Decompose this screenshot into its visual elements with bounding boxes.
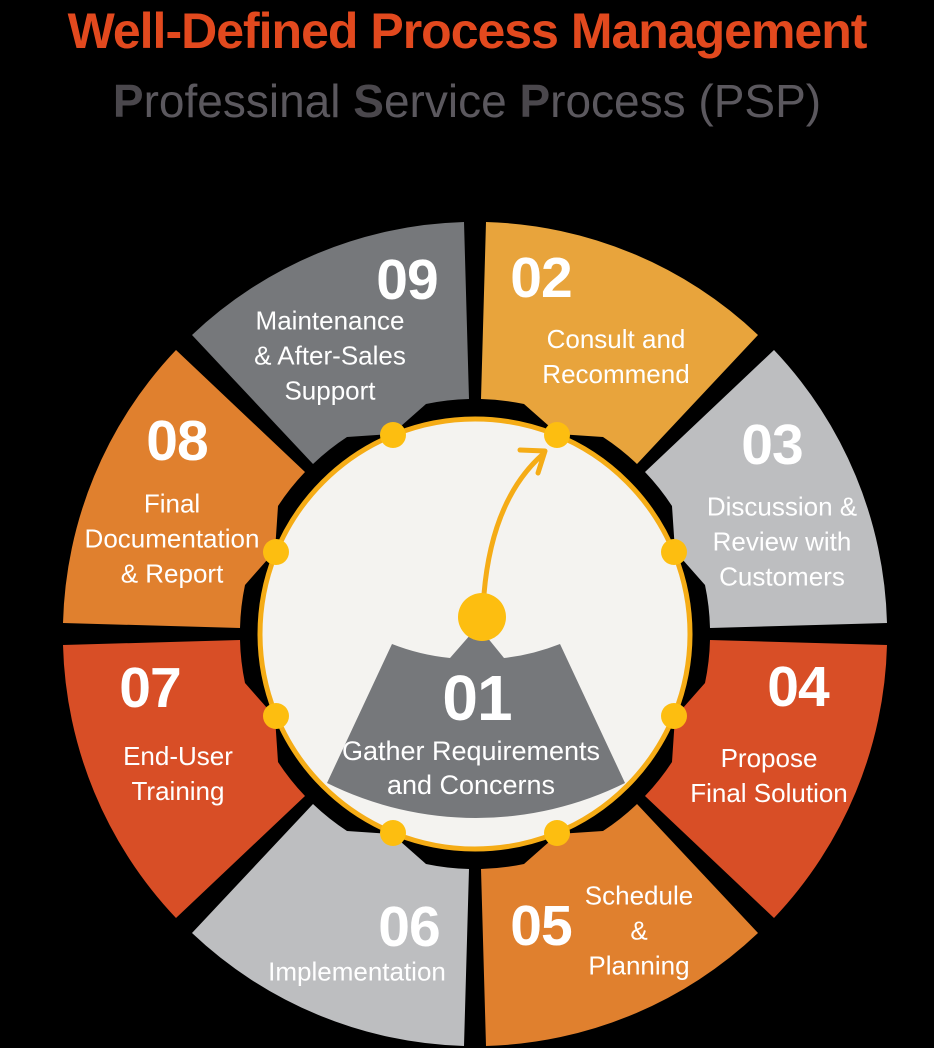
- subtitle-part: rocess (PSP): [550, 75, 822, 127]
- step-03-line: Customers: [719, 561, 845, 592]
- step-02-line: Recommend: [542, 359, 690, 389]
- ring-dot: [263, 703, 289, 729]
- step-05-number: 05: [510, 894, 572, 958]
- step-06-label: Implementation: [268, 955, 446, 990]
- page-subtitle: Professinal Service Process (PSP): [113, 74, 821, 128]
- ring-dot: [380, 422, 406, 448]
- step-04-line: Final Solution: [690, 778, 848, 808]
- ring-dot: [661, 539, 687, 565]
- subtitle-part: P: [112, 75, 144, 127]
- step-04-line: Propose: [720, 743, 818, 773]
- segment-05: [481, 804, 758, 1046]
- step-01-line: Gather Requirements: [341, 736, 601, 766]
- step-09-label: Maintenance & After-Sales Support: [254, 304, 406, 409]
- subtitle-part: ervice: [383, 75, 520, 127]
- center-wedge: [327, 626, 625, 818]
- segment-09: [192, 222, 469, 464]
- step-03-number: 03: [741, 413, 803, 477]
- step-03-label: Discussion & Review with Customers: [707, 490, 857, 595]
- step-08-label: Final Documentation & Report: [85, 487, 260, 592]
- step-03-line: Discussion &: [706, 491, 858, 522]
- step-05-line: Planning: [588, 950, 690, 981]
- step-02-number: 02: [510, 246, 572, 310]
- step-06-number: 06: [378, 895, 440, 959]
- step-01-line: and Concerns: [386, 770, 556, 800]
- step-04-number: 04: [767, 655, 829, 719]
- step-08-number: 08: [146, 409, 208, 473]
- segment-08: [63, 350, 305, 628]
- step-03-line: Review with: [712, 526, 852, 557]
- subtitle-part: P: [519, 75, 551, 127]
- step-05-line: Schedule: [584, 880, 694, 911]
- center-dot: [458, 593, 506, 641]
- step-01-number: 01: [442, 662, 512, 734]
- step-05-label: Schedule & Planning: [585, 879, 693, 984]
- step-01-label: Gather Requirements and Concerns: [342, 734, 600, 802]
- ring-dot: [661, 703, 687, 729]
- step-08-line: Final: [143, 488, 201, 519]
- step-07-line: End-User: [123, 741, 233, 771]
- segment-06: [192, 804, 469, 1046]
- segment-07: [63, 640, 305, 918]
- segment-02: [481, 222, 758, 464]
- step-06-line: Implementation: [268, 956, 446, 987]
- segment-04: [645, 640, 887, 918]
- step-09-line: Support: [284, 375, 376, 406]
- step-07-number: 07: [119, 656, 181, 720]
- step-05-line: &: [630, 915, 648, 946]
- arrow-curve: [481, 452, 545, 597]
- step-09-number: 09: [376, 248, 438, 312]
- step-08-line: & Report: [120, 558, 224, 589]
- segment-03: [645, 350, 887, 628]
- ring-dot: [544, 820, 570, 846]
- ring-dot: [544, 422, 570, 448]
- step-04-label: Propose Final Solution: [690, 741, 848, 811]
- step-02-label: Consult and Recommend: [542, 322, 689, 392]
- page-title: Well-Defined Process Management: [67, 3, 868, 59]
- ring-dot: [263, 539, 289, 565]
- step-09-line: Maintenance: [255, 305, 405, 336]
- step-07-label: End-User Training: [123, 739, 233, 809]
- step-09-line: & After-Sales: [254, 340, 406, 371]
- step-02-line: Consult and: [546, 324, 686, 354]
- step-08-line: Documentation: [84, 523, 260, 554]
- subtitle-part: S: [353, 75, 384, 127]
- subtitle-part: rofessinal: [143, 75, 354, 127]
- ring-dot: [380, 820, 406, 846]
- step-07-line: Training: [131, 776, 225, 806]
- arrow-head: [517, 447, 548, 476]
